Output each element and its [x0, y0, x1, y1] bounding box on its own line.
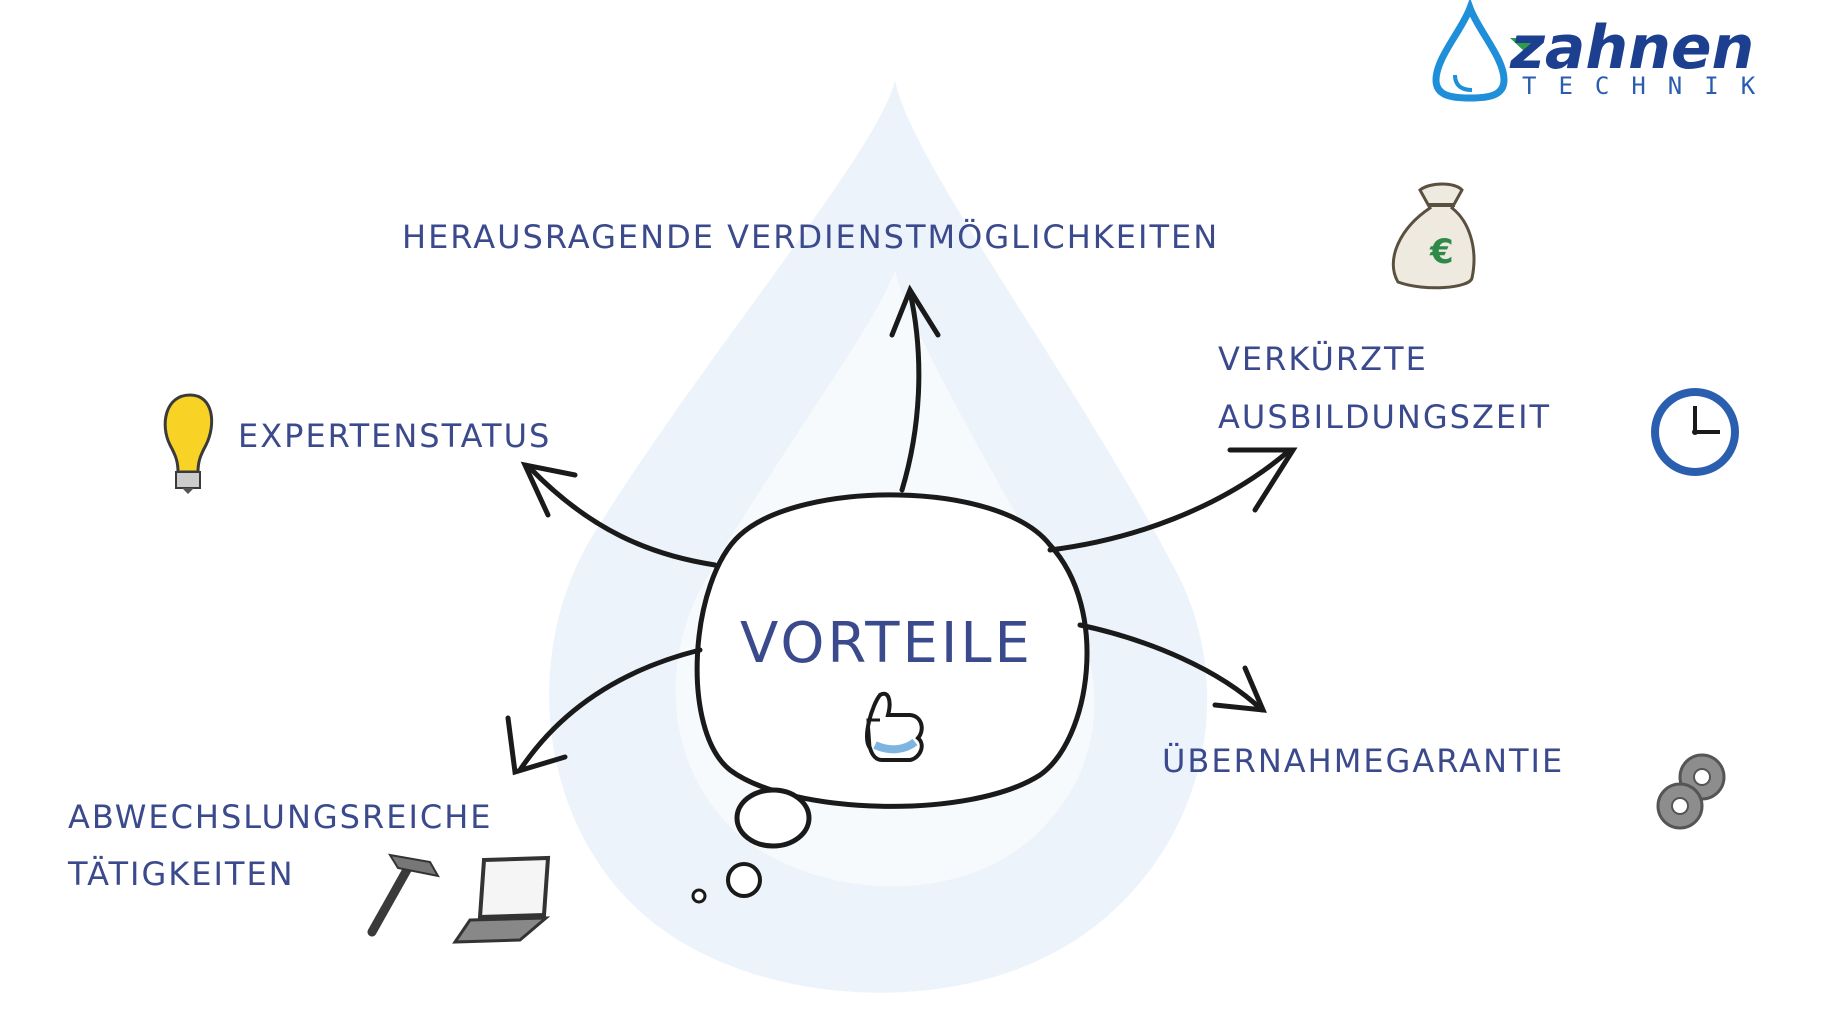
benefit-lower-right-label: ÜBERNAHMEGARANTIE — [1162, 742, 1564, 780]
thumbs-up-icon — [865, 691, 924, 762]
arrow-lower-right-head — [1212, 665, 1267, 713]
thought-bubble-medium — [726, 862, 762, 898]
arrow-lower-left-head — [505, 715, 568, 776]
center-bubble — [694, 492, 1090, 809]
benefit-left-label: EXPERTENSTATUS — [238, 417, 551, 455]
hammer-icon — [367, 853, 440, 937]
benefit-lower-left-label-line2: TÄTIGKEITEN — [67, 855, 295, 893]
arrow-lower-left — [517, 647, 703, 773]
thought-bubble-large — [734, 787, 812, 849]
benefit-right-label-line1: VERKÜRZTE — [1218, 340, 1428, 378]
logo-drop-icon — [1432, 0, 1508, 102]
benefit-right-label-line2: AUSBILDUNGSZEIT — [1218, 398, 1551, 436]
arrow-right-head — [1227, 447, 1298, 513]
arrow-right — [1047, 447, 1293, 553]
arrow-top — [899, 289, 922, 493]
money-bag-icon: € — [1391, 182, 1476, 290]
logo-green-triangle — [1510, 38, 1540, 52]
benefit-lower-left-label-line1: ABWECHSLUNGSREICHE — [68, 798, 493, 836]
logo-drop-highlight — [1453, 74, 1473, 92]
arrow-top-head — [889, 284, 941, 338]
logo-name: zahnen — [1509, 13, 1754, 83]
benefit-top-label: HERAUSRAGENDE VERDIENSTMÖGLICHKEITEN — [402, 218, 1219, 256]
lightbulb-icon — [163, 393, 214, 494]
thought-bubble-small — [691, 888, 707, 904]
gears-icon — [1656, 753, 1726, 830]
company-logo: zahnen TECHNIK — [1432, 0, 1777, 102]
clock-icon — [1651, 388, 1739, 476]
center-title: VORTEILE — [740, 611, 1033, 676]
laptop-icon — [452, 855, 551, 944]
connector-arrows — [505, 284, 1298, 776]
svg-text:€: € — [1429, 232, 1454, 272]
arrow-left-head — [520, 461, 578, 518]
arrow-left — [527, 465, 718, 568]
logo-subtitle: TECHNIK — [1522, 72, 1777, 100]
arrow-lower-right — [1077, 622, 1265, 713]
